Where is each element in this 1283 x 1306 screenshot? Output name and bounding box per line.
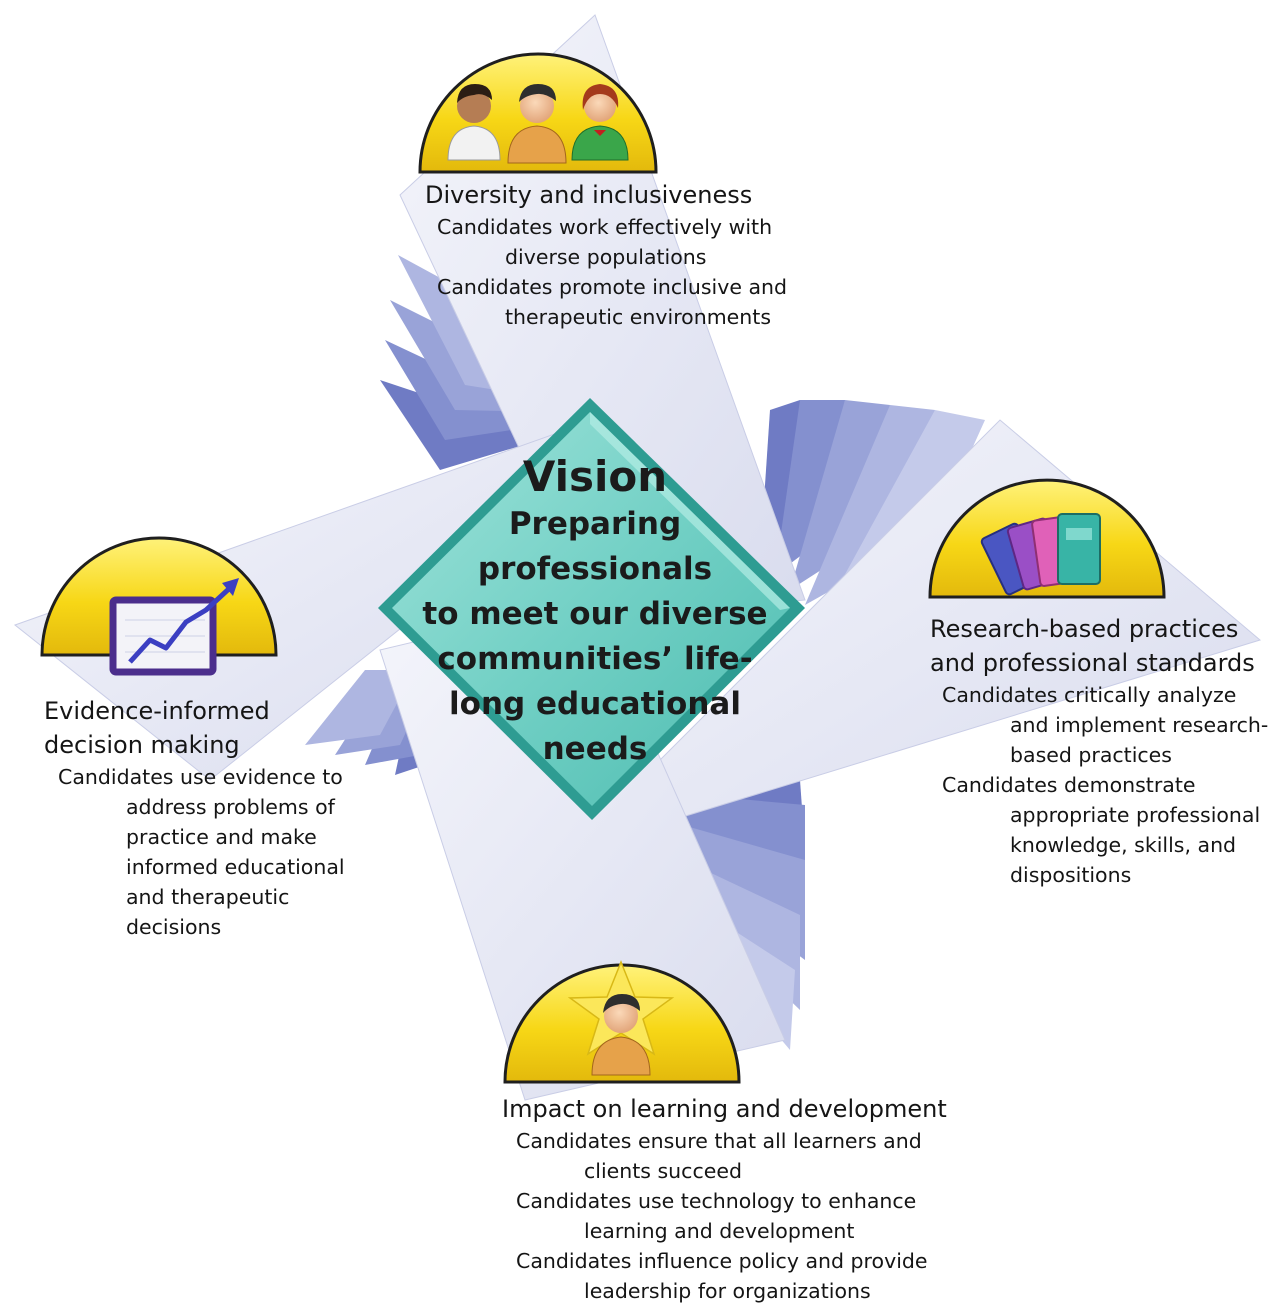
vision-line: long educational (449, 686, 741, 722)
impact-item: clients succeed (584, 1159, 742, 1183)
impact-item: leadership for organizations (584, 1279, 871, 1303)
vision-line: needs (542, 731, 648, 767)
evidence-heading: Evidence-informed (44, 697, 270, 725)
impact-item: learning and development (584, 1219, 855, 1243)
evidence-item: practice and make (126, 825, 317, 849)
research-item: Candidates demonstrate (942, 773, 1196, 797)
vision-title: Vision (522, 452, 668, 501)
three-people-icon (418, 52, 658, 174)
research-item: and implement research- (1010, 713, 1269, 737)
star-person-icon (503, 959, 741, 1084)
research-heading: Research-based practices (930, 615, 1239, 643)
evidence-item: decisions (126, 915, 222, 939)
research-heading: and professional standards (930, 649, 1255, 677)
evidence-item: Candidates use evidence to (58, 765, 343, 789)
diversity-item: diverse populations (505, 245, 707, 269)
diversity-section: Diversity and inclusiveness Candidates w… (425, 178, 787, 332)
rising-chart-icon (40, 536, 278, 676)
vision-line: communities’ life- (437, 641, 753, 677)
vision-line: Preparing (508, 506, 682, 542)
impact-section: Impact on learning and development Candi… (502, 1092, 947, 1306)
research-item: knowledge, skills, and (1010, 833, 1237, 857)
diversity-item: therapeutic environments (505, 305, 772, 329)
impact-item: Candidates ensure that all learners and (516, 1129, 922, 1153)
evidence-item: address problems of (126, 795, 335, 819)
research-item: dispositions (1010, 863, 1132, 887)
evidence-item: informed educational (126, 855, 345, 879)
research-section: Research-based practices and professiona… (930, 612, 1268, 890)
vision-line: to meet our diverse (422, 596, 768, 632)
diversity-item: Candidates work effectively with (437, 215, 773, 239)
books-icon (928, 478, 1166, 599)
vision-line: professionals (477, 551, 713, 587)
vision-statement: Vision Preparing professionals to meet o… (380, 452, 810, 772)
impact-item: Candidates influence policy and provide (516, 1249, 928, 1273)
diversity-item: Candidates promote inclusive and (437, 275, 788, 299)
vision-diamond (378, 398, 805, 820)
evidence-section: Evidence-informed decision making Candid… (44, 694, 345, 942)
research-item: appropriate professional (1010, 803, 1261, 827)
research-item: Candidates critically analyze (942, 683, 1237, 707)
impact-item: Candidates use technology to enhance (516, 1189, 917, 1213)
evidence-item: and therapeutic (126, 885, 290, 909)
research-item: based practices (1010, 743, 1172, 767)
diversity-heading: Diversity and inclusiveness (425, 181, 753, 209)
impact-heading: Impact on learning and development (502, 1095, 947, 1123)
evidence-heading: decision making (44, 731, 240, 759)
